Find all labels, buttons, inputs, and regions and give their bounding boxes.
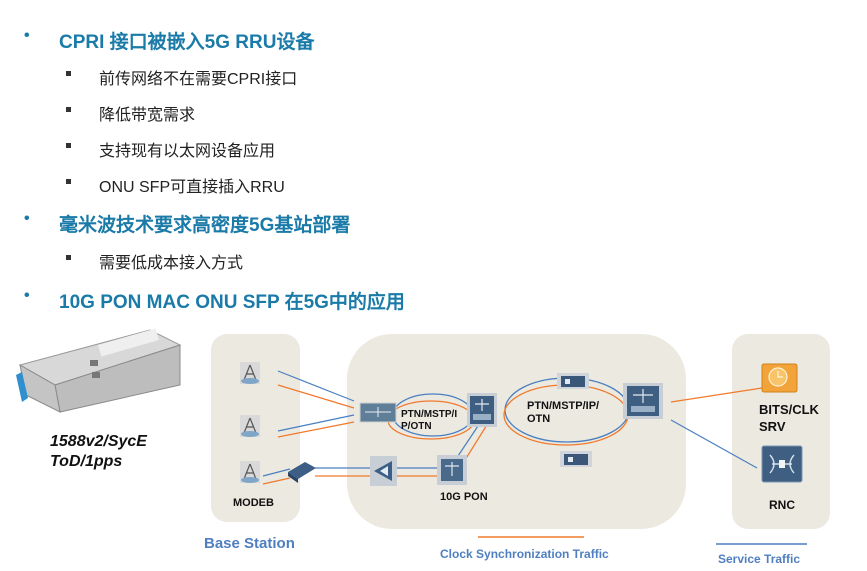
cell-tower-icon	[240, 461, 260, 483]
cell-tower-icon	[240, 362, 260, 384]
bullet-marker: •	[24, 210, 30, 227]
bullet-marker: •	[24, 27, 30, 44]
core-router-icon	[623, 383, 663, 419]
access-switch-icon	[359, 402, 397, 423]
bits-clk-label: BITS/CLK	[759, 402, 819, 417]
ring2-label: OTN	[527, 413, 551, 425]
sfp-feature-label: 1588v2/SycE	[50, 433, 147, 450]
ring1-label: P/OTN	[401, 421, 432, 432]
sfp-feature-label: ToD/1pps	[50, 453, 123, 470]
bullet-marker	[66, 107, 71, 112]
bits-clk-label: SRV	[759, 419, 786, 434]
aggregation-router-icon	[467, 393, 497, 427]
onu-sfp-icon	[288, 462, 316, 483]
rnc-label: RNC	[769, 498, 795, 512]
bullet-marker	[66, 71, 71, 76]
bullet-marker	[66, 179, 71, 184]
rnc-icon	[761, 445, 803, 483]
modeb-label: MODEB	[233, 497, 274, 509]
ring2-label: PTN/MSTP/IP/	[527, 400, 600, 412]
bullet-marker	[66, 255, 71, 260]
service-link	[262, 370, 758, 477]
bits-clock-server-icon	[761, 363, 798, 393]
ring1-label: PTN/MSTP/I	[401, 409, 458, 420]
bullet-marker	[66, 143, 71, 148]
transport-network-panel	[347, 334, 686, 529]
pon-label: 10G PON	[440, 491, 488, 503]
olt-splitter-icon	[370, 456, 397, 486]
legend-service-label: Service Traffic	[718, 552, 801, 566]
ring-node-top-icon	[557, 373, 589, 389]
cell-tower-icon	[240, 415, 260, 437]
legend-clock-sync-label: Clock Synchronization Traffic	[440, 547, 609, 561]
base-station-caption: Base Station	[204, 535, 295, 552]
ring-node-bottom-icon	[560, 451, 592, 467]
pon-olt-icon	[437, 455, 467, 485]
bullet-marker: •	[24, 287, 30, 304]
clock-sync-link	[262, 384, 763, 485]
ring2-clock	[503, 384, 629, 446]
